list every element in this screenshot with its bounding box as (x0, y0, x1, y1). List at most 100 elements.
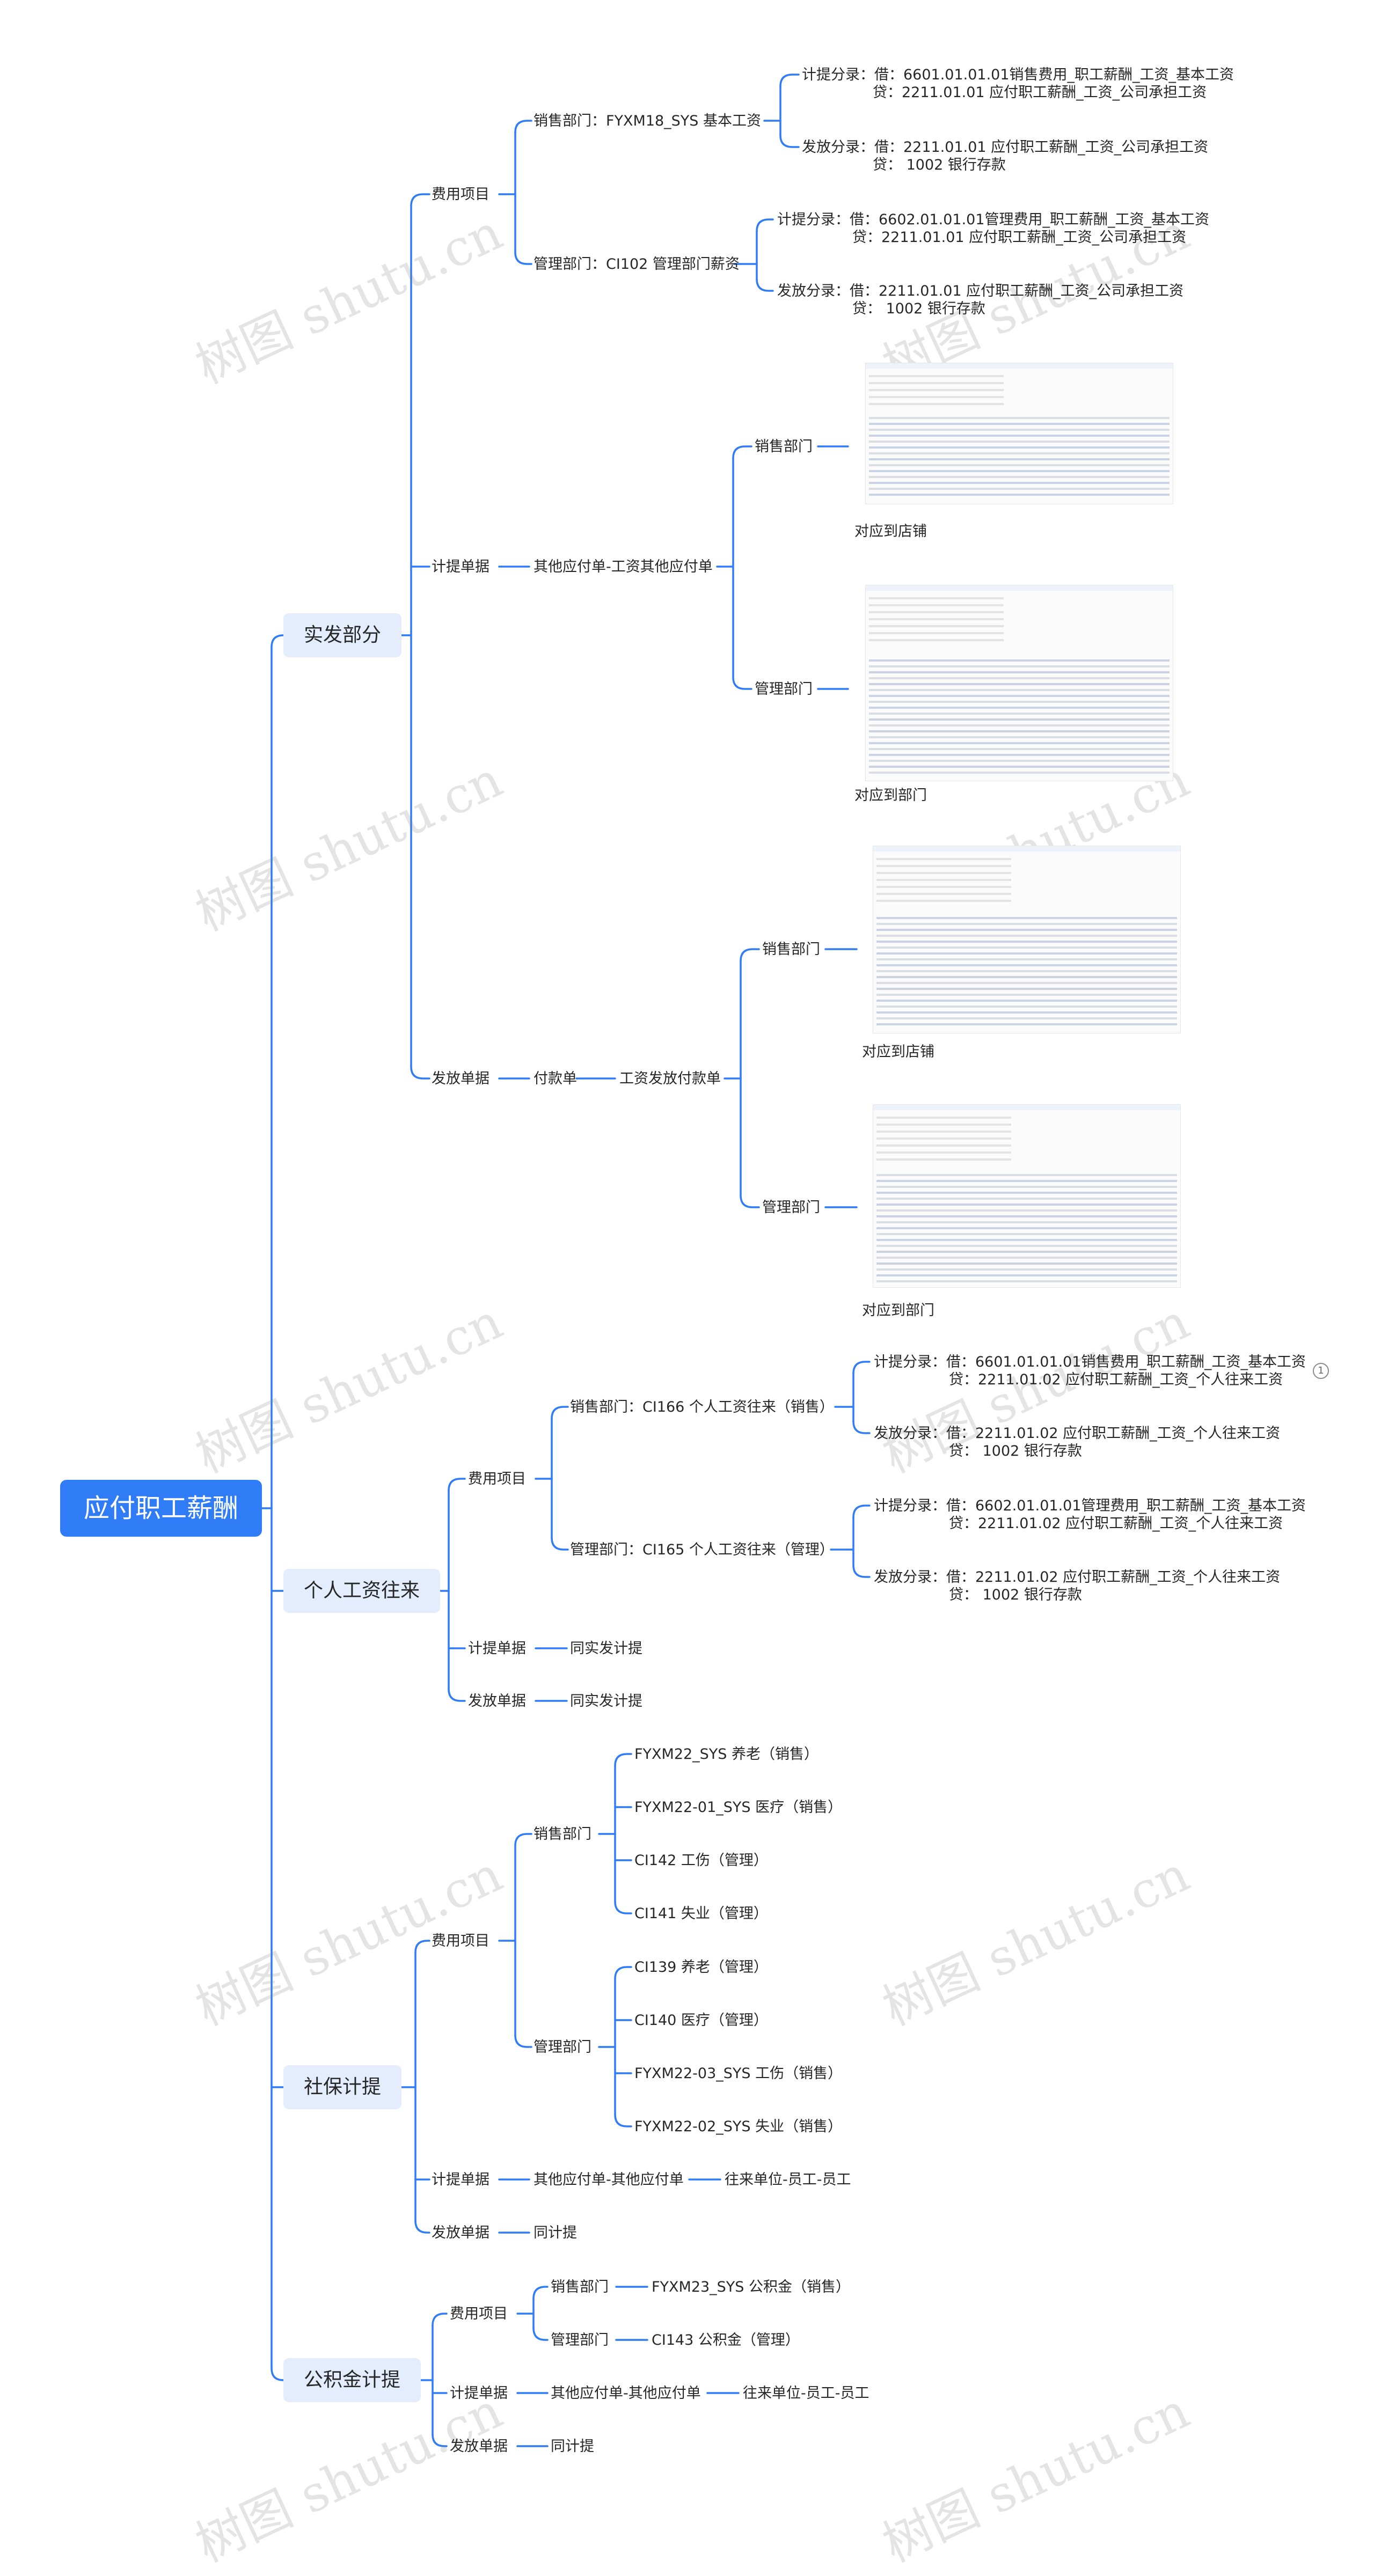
screenshot-table-row (869, 671, 1170, 673)
branch-shifa[interactable]: 实发部分 (283, 613, 402, 657)
fund-pay-docs[interactable]: 发放单据 (450, 2438, 508, 2455)
connector-line (410, 193, 430, 207)
personal-mgmt-accrue-entry[interactable]: 计提分录：借：6602.01.01.01管理费用_职工薪酬_工资_基本工资 贷：… (874, 1497, 1306, 1532)
screenshot-form-field (869, 375, 1004, 377)
shifa-pay-sales[interactable]: 销售部门 (762, 941, 820, 958)
screenshot-table-row (876, 1268, 1177, 1271)
personal-accrue-value[interactable]: 同实发计提 (570, 1640, 642, 1657)
branch-social[interactable]: 社保计提 (283, 2065, 402, 2109)
connector-line (740, 1194, 760, 1208)
screenshot-table-row (876, 935, 1177, 937)
fund-accrue-doc-type[interactable]: 其他应付单-其他应付单 (551, 2385, 701, 2402)
fund-mgmt-item[interactable]: CI143 公积金（管理） (652, 2332, 800, 2349)
shifa-sales-accrue-entry[interactable]: 计提分录：借：6601.01.01.01销售费用_职工薪酬_工资_基本工资 贷：… (802, 66, 1234, 101)
social-sales-item[interactable]: CI141 失业（管理） (634, 1905, 768, 1922)
root-node[interactable]: 应付职工薪酬 (60, 1480, 262, 1537)
fund-fee-items[interactable]: 费用项目 (450, 2306, 508, 2322)
social-accrue-party[interactable]: 往来单位-员工-员工 (725, 2171, 851, 2188)
personal-sales-accrue-entry[interactable]: 计提分录：借：6601.01.01.01销售费用_职工薪酬_工资_基本工资 贷：… (874, 1353, 1306, 1389)
watermark: 树图 shutu.cn (187, 1293, 511, 1485)
screenshot-form-field (869, 403, 1004, 405)
shifa-mgmt-pay-entry[interactable]: 发放分录：借：2211.01.01 应付职工薪酬_工资_公司承担工资 贷： 10… (777, 282, 1183, 318)
screenshot-form-field (876, 1158, 1012, 1161)
social-pay-value[interactable]: 同计提 (533, 2225, 577, 2241)
social-sales-item[interactable]: FYXM22_SYS 养老（销售） (634, 1746, 819, 1763)
personal-pay-value[interactable]: 同实发计提 (570, 1693, 642, 1709)
screenshot-table-row (876, 1245, 1177, 1247)
screenshot-table-row (869, 659, 1170, 662)
screenshot-accrue-sales (865, 363, 1173, 504)
screenshot-form-field (876, 1137, 1012, 1140)
screenshot-table-row (876, 1186, 1177, 1188)
screenshot-table-row (869, 435, 1170, 437)
fund-sales-item[interactable]: FYXM23_SYS 公积金（销售） (652, 2279, 851, 2295)
personal-fee-mgmt[interactable]: 管理部门：CI165 个人工资往来（管理） (570, 1542, 834, 1558)
social-sales-item[interactable]: CI142 工伤（管理） (634, 1852, 768, 1869)
shifa-accrue-mgmt[interactable]: 管理部门 (755, 681, 813, 698)
screenshot-form-field (869, 604, 1004, 606)
personal-accrue-docs[interactable]: 计提单据 (468, 1640, 526, 1657)
social-sales[interactable]: 销售部门 (533, 1826, 591, 1843)
shifa-pay-mgmt[interactable]: 管理部门 (762, 1199, 820, 1216)
shifa-accrue-sales[interactable]: 销售部门 (755, 438, 813, 455)
social-mgmt-item[interactable]: CI139 养老（管理） (634, 1959, 768, 1976)
personal-mgmt-pay-entry[interactable]: 发放分录：借：2211.01.02 应付职工薪酬_工资_个人往来工资 贷： 10… (874, 1568, 1280, 1604)
social-mgmt-item[interactable]: FYXM22-02_SYS 失业（销售） (634, 2118, 843, 2135)
connector-line (614, 1900, 632, 1914)
shifa-fee-items[interactable]: 费用项目 (432, 186, 489, 203)
branch-fund[interactable]: 公积金计提 (283, 2358, 421, 2402)
connector-line (614, 2113, 632, 2127)
screenshot-table-row (869, 446, 1170, 449)
shifa-fee-sales[interactable]: 销售部门：FYXM18_SYS 基本工资 (533, 113, 762, 129)
entry-line-2: 贷：2211.01.01 应付职工薪酬_工资_公司承担工资 (852, 229, 1187, 246)
shifa-fee-mgmt[interactable]: 管理部门：CI102 管理部门薪资 (533, 256, 740, 273)
social-accrue-docs[interactable]: 计提单据 (432, 2171, 489, 2188)
fund-accrue-docs[interactable]: 计提单据 (450, 2385, 508, 2402)
screenshot-table-row (876, 941, 1177, 943)
entry-line-2: 贷：2211.01.02 应付职工薪酬_工资_个人往来工资 (949, 1515, 1283, 1532)
fund-mgmt[interactable]: 管理部门 (551, 2332, 609, 2349)
screenshot-table-row (869, 665, 1170, 667)
social-mgmt[interactable]: 管理部门 (533, 2039, 591, 2056)
fund-accrue-party[interactable]: 往来单位-员工-员工 (743, 2385, 869, 2402)
social-pay-docs[interactable]: 发放单据 (432, 2225, 489, 2241)
connector-line (410, 1066, 430, 1080)
personal-sales-pay-entry[interactable]: 发放分录：借：2211.01.02 应付职工薪酬_工资_个人往来工资 贷： 10… (874, 1425, 1280, 1460)
screenshot-table-row (876, 1198, 1177, 1200)
connector-line (614, 1966, 632, 1980)
screenshot-table-row (876, 1227, 1177, 1229)
shifa-pay-doc-type[interactable]: 付款单 (533, 1070, 577, 1087)
screenshot-table-row (869, 482, 1170, 484)
shifa-accrue-docs[interactable]: 计提单据 (432, 559, 489, 575)
shifa-pay-doc-subtype[interactable]: 工资发放付款单 (619, 1070, 721, 1087)
entry-line-1: 发放分录：借：2211.01.01 应付职工薪酬_工资_公司承担工资 (777, 283, 1184, 299)
connector-line (514, 251, 532, 265)
shifa-sales-pay-entry[interactable]: 发放分录：借：2211.01.01 应付职工薪酬_工资_公司承担工资 贷： 10… (802, 138, 1208, 174)
connector-line (514, 2034, 532, 2048)
connector-line (732, 676, 752, 690)
social-fee-items[interactable]: 费用项目 (432, 1933, 489, 1949)
entry-line-2: 贷：2211.01.01 应付职工薪酬_工资_公司承担工资 (873, 84, 1207, 101)
shifa-accrue-doc-type[interactable]: 其他应付单-工资其他应付单 (533, 559, 713, 575)
social-mgmt-item[interactable]: FYXM22-03_SYS 工伤（销售） (634, 2065, 843, 2082)
social-accrue-doc-type[interactable]: 其他应付单-其他应付单 (533, 2171, 684, 2188)
personal-fee-sales[interactable]: 销售部门：CI166 个人工资往来（销售） (570, 1399, 834, 1415)
shifa-pay-docs[interactable]: 发放单据 (432, 1070, 489, 1087)
personal-fee-items[interactable]: 费用项目 (468, 1471, 526, 1487)
personal-pay-docs[interactable]: 发放单据 (468, 1693, 526, 1709)
screenshot-form-field (876, 886, 1012, 888)
screenshot-toolbar (866, 585, 1173, 591)
social-sales-item[interactable]: FYXM22-01_SYS 医疗（销售） (634, 1799, 843, 1816)
entry-line-2: 贷：2211.01.02 应付职工薪酬_工资_个人往来工资 (949, 1371, 1283, 1388)
screenshot-table-row (876, 976, 1177, 978)
screenshot-table-row (869, 748, 1170, 750)
connector-line (852, 1504, 871, 1518)
collapse-count-badge[interactable]: 1 (1313, 1363, 1329, 1379)
screenshot-form-field (876, 1131, 1012, 1133)
branch-personal[interactable]: 个人工资往来 (283, 1569, 441, 1613)
fund-sales[interactable]: 销售部门 (551, 2279, 609, 2295)
fund-pay-value[interactable]: 同计提 (551, 2438, 594, 2455)
screenshot-form-field (869, 618, 1004, 620)
social-mgmt-item[interactable]: CI140 医疗（管理） (634, 2012, 768, 2029)
shifa-mgmt-accrue-entry[interactable]: 计提分录：借：6602.01.01.01管理费用_职工薪酬_工资_基本工资 贷：… (777, 211, 1209, 246)
